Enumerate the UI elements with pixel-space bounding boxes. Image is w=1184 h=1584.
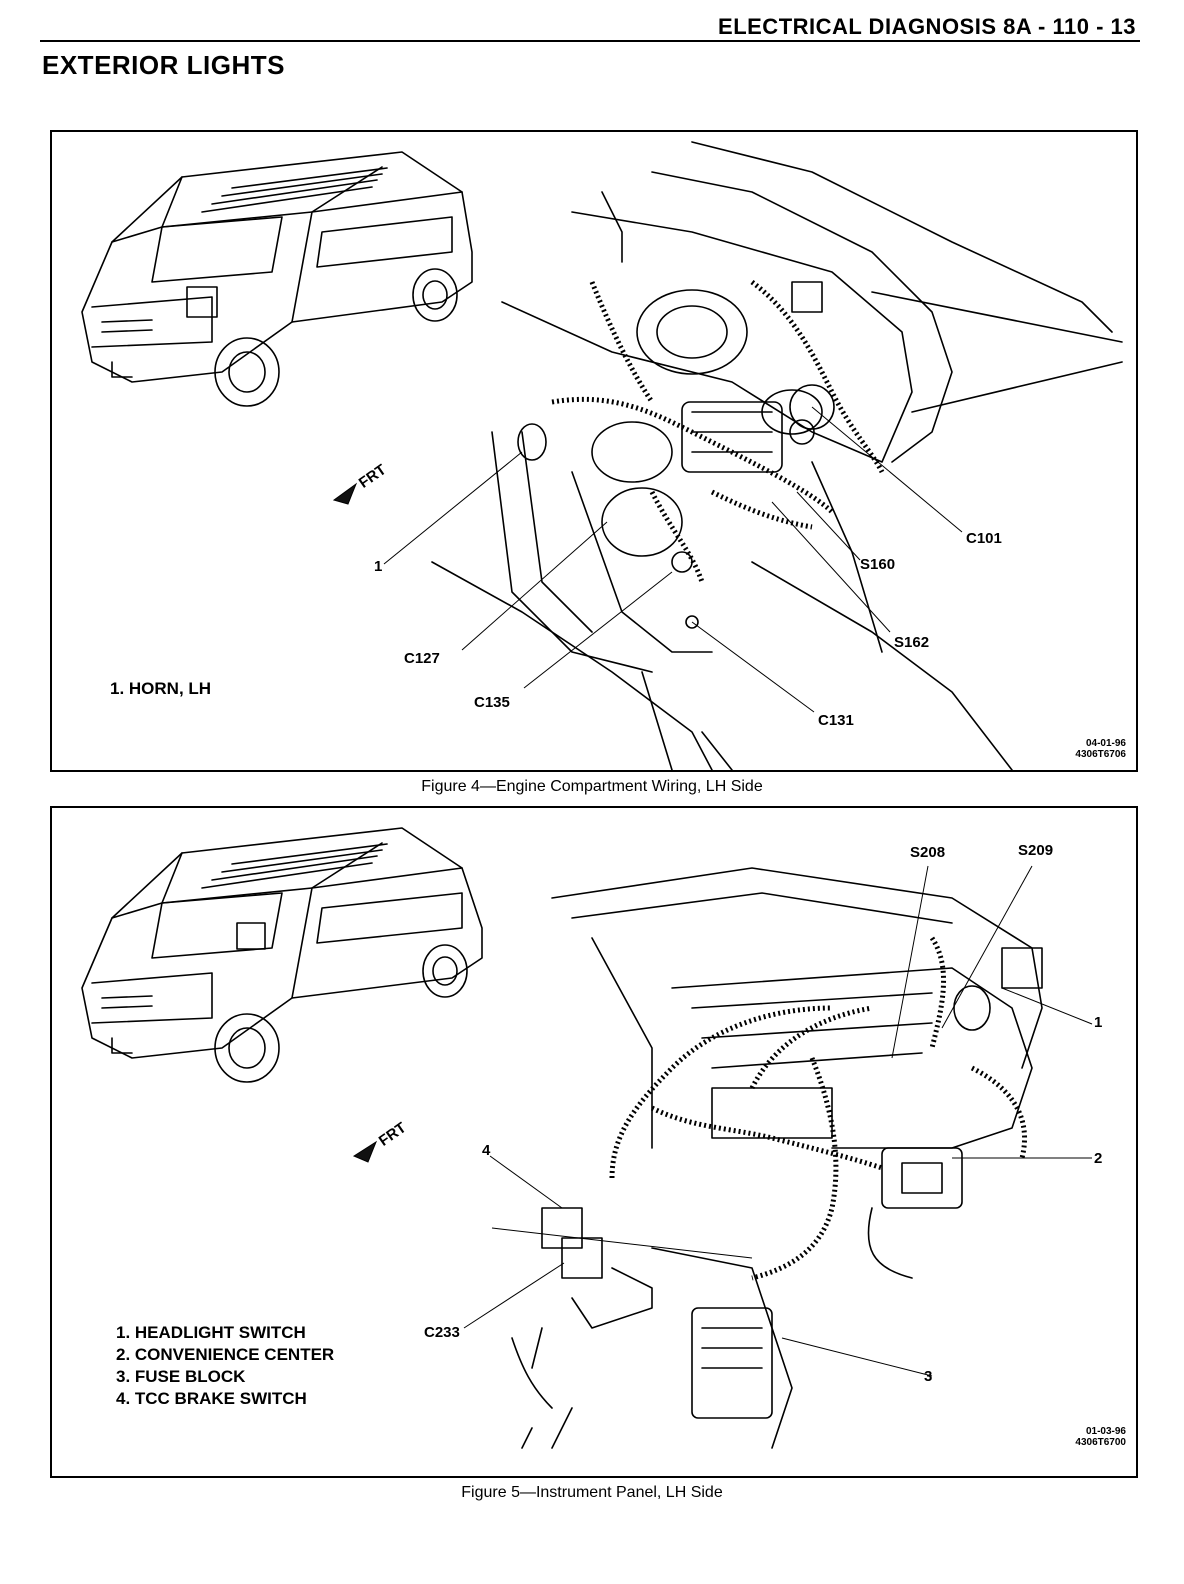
legend-item: 4. TCC BRAKE SWITCH (116, 1389, 307, 1408)
callout-s162: S162 (894, 634, 930, 651)
stamp-date: 04-01-96 (1085, 738, 1126, 749)
figure-5-legend: 1. HEADLIGHT SWITCH 2. CONVENIENCE CENTE… (116, 1322, 334, 1410)
figure-5-caption: Figure 5—Instrument Panel, LH Side (461, 1484, 723, 1501)
callout-c127: C127 (404, 650, 440, 667)
callout-s160: S160 (860, 556, 896, 573)
engine-compartment-drawing (431, 141, 1123, 770)
section-code: ELECTRICAL DIAGNOSIS 8A - 110 - 13 (718, 14, 1136, 39)
legend-item: 3. FUSE BLOCK (116, 1367, 246, 1386)
stamp-code: 4306T6706 (1075, 749, 1126, 760)
callout-3: 3 (924, 1368, 933, 1385)
callout-2: 2 (1094, 1150, 1103, 1167)
callout-4: 4 (482, 1142, 491, 1159)
front-arrow-icon (332, 482, 358, 505)
stamp-date: 01-03-96 (1085, 1426, 1126, 1437)
legend-item: 1. HORN, LH (110, 679, 212, 698)
figure-4-legend: 1. HORN, LH (110, 678, 211, 700)
figure-4-illustration (81, 141, 1123, 770)
figure-4-stamp: 04-01-96 4306T6706 (1075, 738, 1126, 760)
van-drawing (81, 827, 483, 1083)
page-title: EXTERIOR LIGHTS (42, 50, 285, 80)
legend-item: 1. HEADLIGHT SWITCH (116, 1323, 306, 1342)
figure-4-caption: Figure 4—Engine Compartment Wiring, LH S… (421, 778, 763, 795)
callout-1: 1 (1094, 1014, 1103, 1031)
callout-c233: C233 (424, 1324, 460, 1341)
header-rule (40, 40, 1140, 42)
callout-1: 1 (374, 558, 383, 575)
figure-5-illustration (81, 827, 1093, 1449)
figure-5-frame: S208 S209 1 2 3 4 C233 FRT 1. HEADLIGHT … (50, 806, 1138, 1478)
stamp-code: 4306T6700 (1075, 1437, 1126, 1448)
legend-item: 2. CONVENIENCE CENTER (116, 1345, 335, 1364)
callout-s208: S208 (910, 844, 946, 861)
callout-s209: S209 (1018, 842, 1054, 859)
front-arrow-icon (352, 1140, 378, 1163)
callout-c135: C135 (474, 694, 510, 711)
figure-5-stamp: 01-03-96 4306T6700 (1075, 1426, 1126, 1448)
callout-c131: C131 (818, 712, 854, 729)
van-drawing (81, 151, 473, 407)
figure-4-leaders (383, 406, 963, 713)
callout-c101: C101 (966, 530, 1002, 547)
instrument-panel-drawing (511, 867, 1043, 1449)
figure-4-frame: 1 C101 S160 S162 C127 C135 C131 FRT 1. H… (50, 130, 1138, 772)
figure-5-leaders (463, 865, 1093, 1377)
